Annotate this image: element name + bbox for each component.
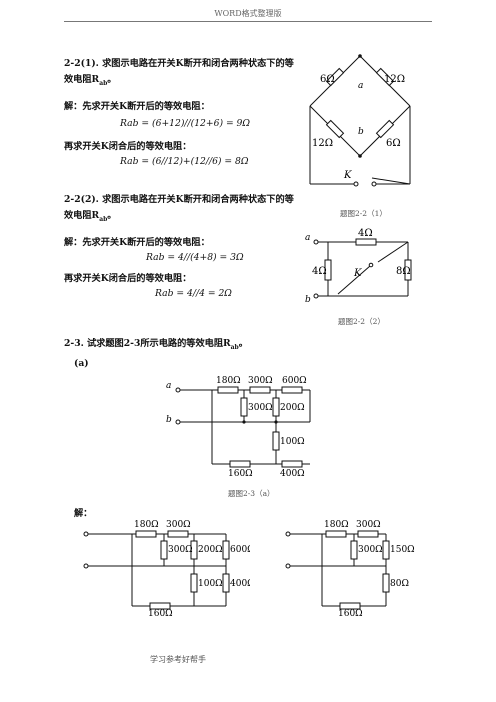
problem-2-3-question: 2-3. 试求题图2-3所示电路的等效电阻Rab。 [64, 338, 248, 351]
svg-text:100Ω: 100Ω [198, 579, 223, 589]
resistor-left [324, 259, 332, 281]
svg-text:180Ω: 180Ω [134, 520, 159, 530]
resistor-600 [281, 386, 303, 394]
svg-text:400Ω: 400Ω [280, 469, 305, 478]
answer-closed-label: 再求开关K闭合后的等效电阻： [64, 141, 192, 152]
page-footer: 学习参考好帮手 [150, 655, 206, 664]
resistor-180 [217, 386, 239, 394]
solution-circuit-2: a b 180Ω 300Ω 300Ω 150Ω 80Ω 160Ω [285, 520, 415, 618]
resistor-br [375, 119, 395, 139]
resistor-tr [375, 67, 395, 87]
label-switch-k: K [343, 170, 352, 181]
resistor-160 [229, 460, 251, 468]
label-node-b: b [305, 295, 311, 305]
svg-text:160Ω: 160Ω [148, 609, 173, 618]
label-r-tr: 12Ω [384, 74, 405, 85]
caption-2-2-2: 题图2-2（2） [338, 317, 385, 326]
label-node-a: a [305, 233, 310, 243]
page-header: WORD格式整理版 [214, 9, 282, 18]
svg-text:300Ω: 300Ω [358, 545, 383, 555]
caption-2-3-a: 题图2-3（a） [228, 489, 275, 498]
resistor-right [404, 259, 412, 281]
equation-open-2: Rab = 4//(4+8) = 3Ω [146, 252, 244, 263]
resistor-300-vert [240, 397, 248, 417]
svg-text:80Ω: 80Ω [390, 579, 409, 589]
label-r-left: 4Ω [312, 266, 327, 277]
svg-text:300Ω: 300Ω [248, 403, 273, 413]
svg-text:300Ω: 300Ω [168, 545, 193, 555]
header-divider [64, 21, 432, 22]
svg-text:200Ω: 200Ω [198, 545, 223, 555]
svg-text:180Ω: 180Ω [216, 376, 241, 386]
svg-text:600Ω: 600Ω [282, 376, 307, 386]
question-line-1: 2-2(2). 求图示电路在开关K断开和闭合两种状态下的等 [64, 194, 294, 205]
label-r-right: 8Ω [396, 266, 411, 277]
circuit-2-3-a: a b 180Ω 300Ω 600Ω 300Ω 200Ω 100Ω 160Ω 4… [166, 376, 311, 478]
resistor-100 [272, 431, 280, 451]
label-node-b: b [358, 127, 364, 137]
equation-open: Rab = (6+12)//(12+6) = 9Ω [120, 118, 251, 129]
svg-text:a: a [166, 381, 171, 391]
answer-open-label: 解：先求开关K断开后的等效电阻： [64, 101, 210, 112]
resistor-300-top [249, 386, 271, 394]
equation-closed: Rab = (6//12)+(12//6) = 8Ω [120, 156, 249, 167]
answer-closed-label-2: 再求开关K闭合后的等效电阻： [64, 273, 192, 284]
circuit-2-2-2: a b 4Ω 4Ω 8Ω K [305, 228, 412, 305]
circuit-2-2-1: 6Ω 12Ω a b 12Ω 6Ω K [309, 54, 411, 187]
equation-closed-2: Rab = 4//4 = 2Ω [155, 288, 232, 299]
resistor-top [355, 238, 377, 246]
svg-text:150Ω: 150Ω [390, 545, 415, 555]
svg-text:300Ω: 300Ω [248, 376, 273, 386]
resistor-bl [325, 119, 345, 139]
svg-text:180Ω: 180Ω [324, 520, 349, 530]
label-switch-k: K [353, 268, 362, 279]
label-r-br: 6Ω [386, 138, 401, 149]
svg-text:100Ω: 100Ω [280, 437, 305, 447]
label-node-a: a [358, 81, 363, 91]
svg-text:300Ω: 300Ω [356, 520, 381, 530]
resistor-tl [325, 67, 345, 87]
solution-label: 解： [74, 508, 93, 519]
label-r-tl: 6Ω [320, 74, 335, 85]
label-r-bl: 12Ω [312, 138, 333, 149]
caption-2-2-1: 题图2-2（1） [340, 209, 387, 218]
resistor-400 [281, 460, 303, 468]
answer-open-label-2: 解：先求开关K断开后的等效电阻： [64, 237, 210, 248]
svg-text:600Ω: 600Ω [230, 545, 250, 555]
svg-text:160Ω: 160Ω [228, 469, 253, 478]
solution-circuit-1: a b 180Ω 300Ω 300Ω 200Ω 600Ω 100Ω 400Ω 1… [83, 520, 250, 618]
label-r-top: 4Ω [358, 228, 373, 239]
svg-text:300Ω: 300Ω [166, 520, 191, 530]
svg-text:b: b [166, 415, 172, 425]
svg-text:200Ω: 200Ω [280, 403, 305, 413]
svg-text:160Ω: 160Ω [338, 609, 363, 618]
resistor-200 [272, 397, 280, 417]
question-line-2: 效电阻Rab。 [64, 74, 117, 87]
problem-2-2-2-question: 2-2(2). 求图示电路在开关K断开和闭合两种状态下的等 效电阻Rab。 [64, 192, 304, 228]
svg-text:400Ω: 400Ω [230, 579, 250, 589]
part-a-label: (a) [74, 358, 89, 369]
problem-2-2-1-question: 2-2(1). 求图示电路在开关K断开和闭合两种状态下的等 效电阻Rab。 [64, 56, 304, 92]
question-line-2: 效电阻Rab。 [64, 210, 117, 223]
question-line-1: 2-2(1). 求图示电路在开关K断开和闭合两种状态下的等 [64, 58, 294, 69]
